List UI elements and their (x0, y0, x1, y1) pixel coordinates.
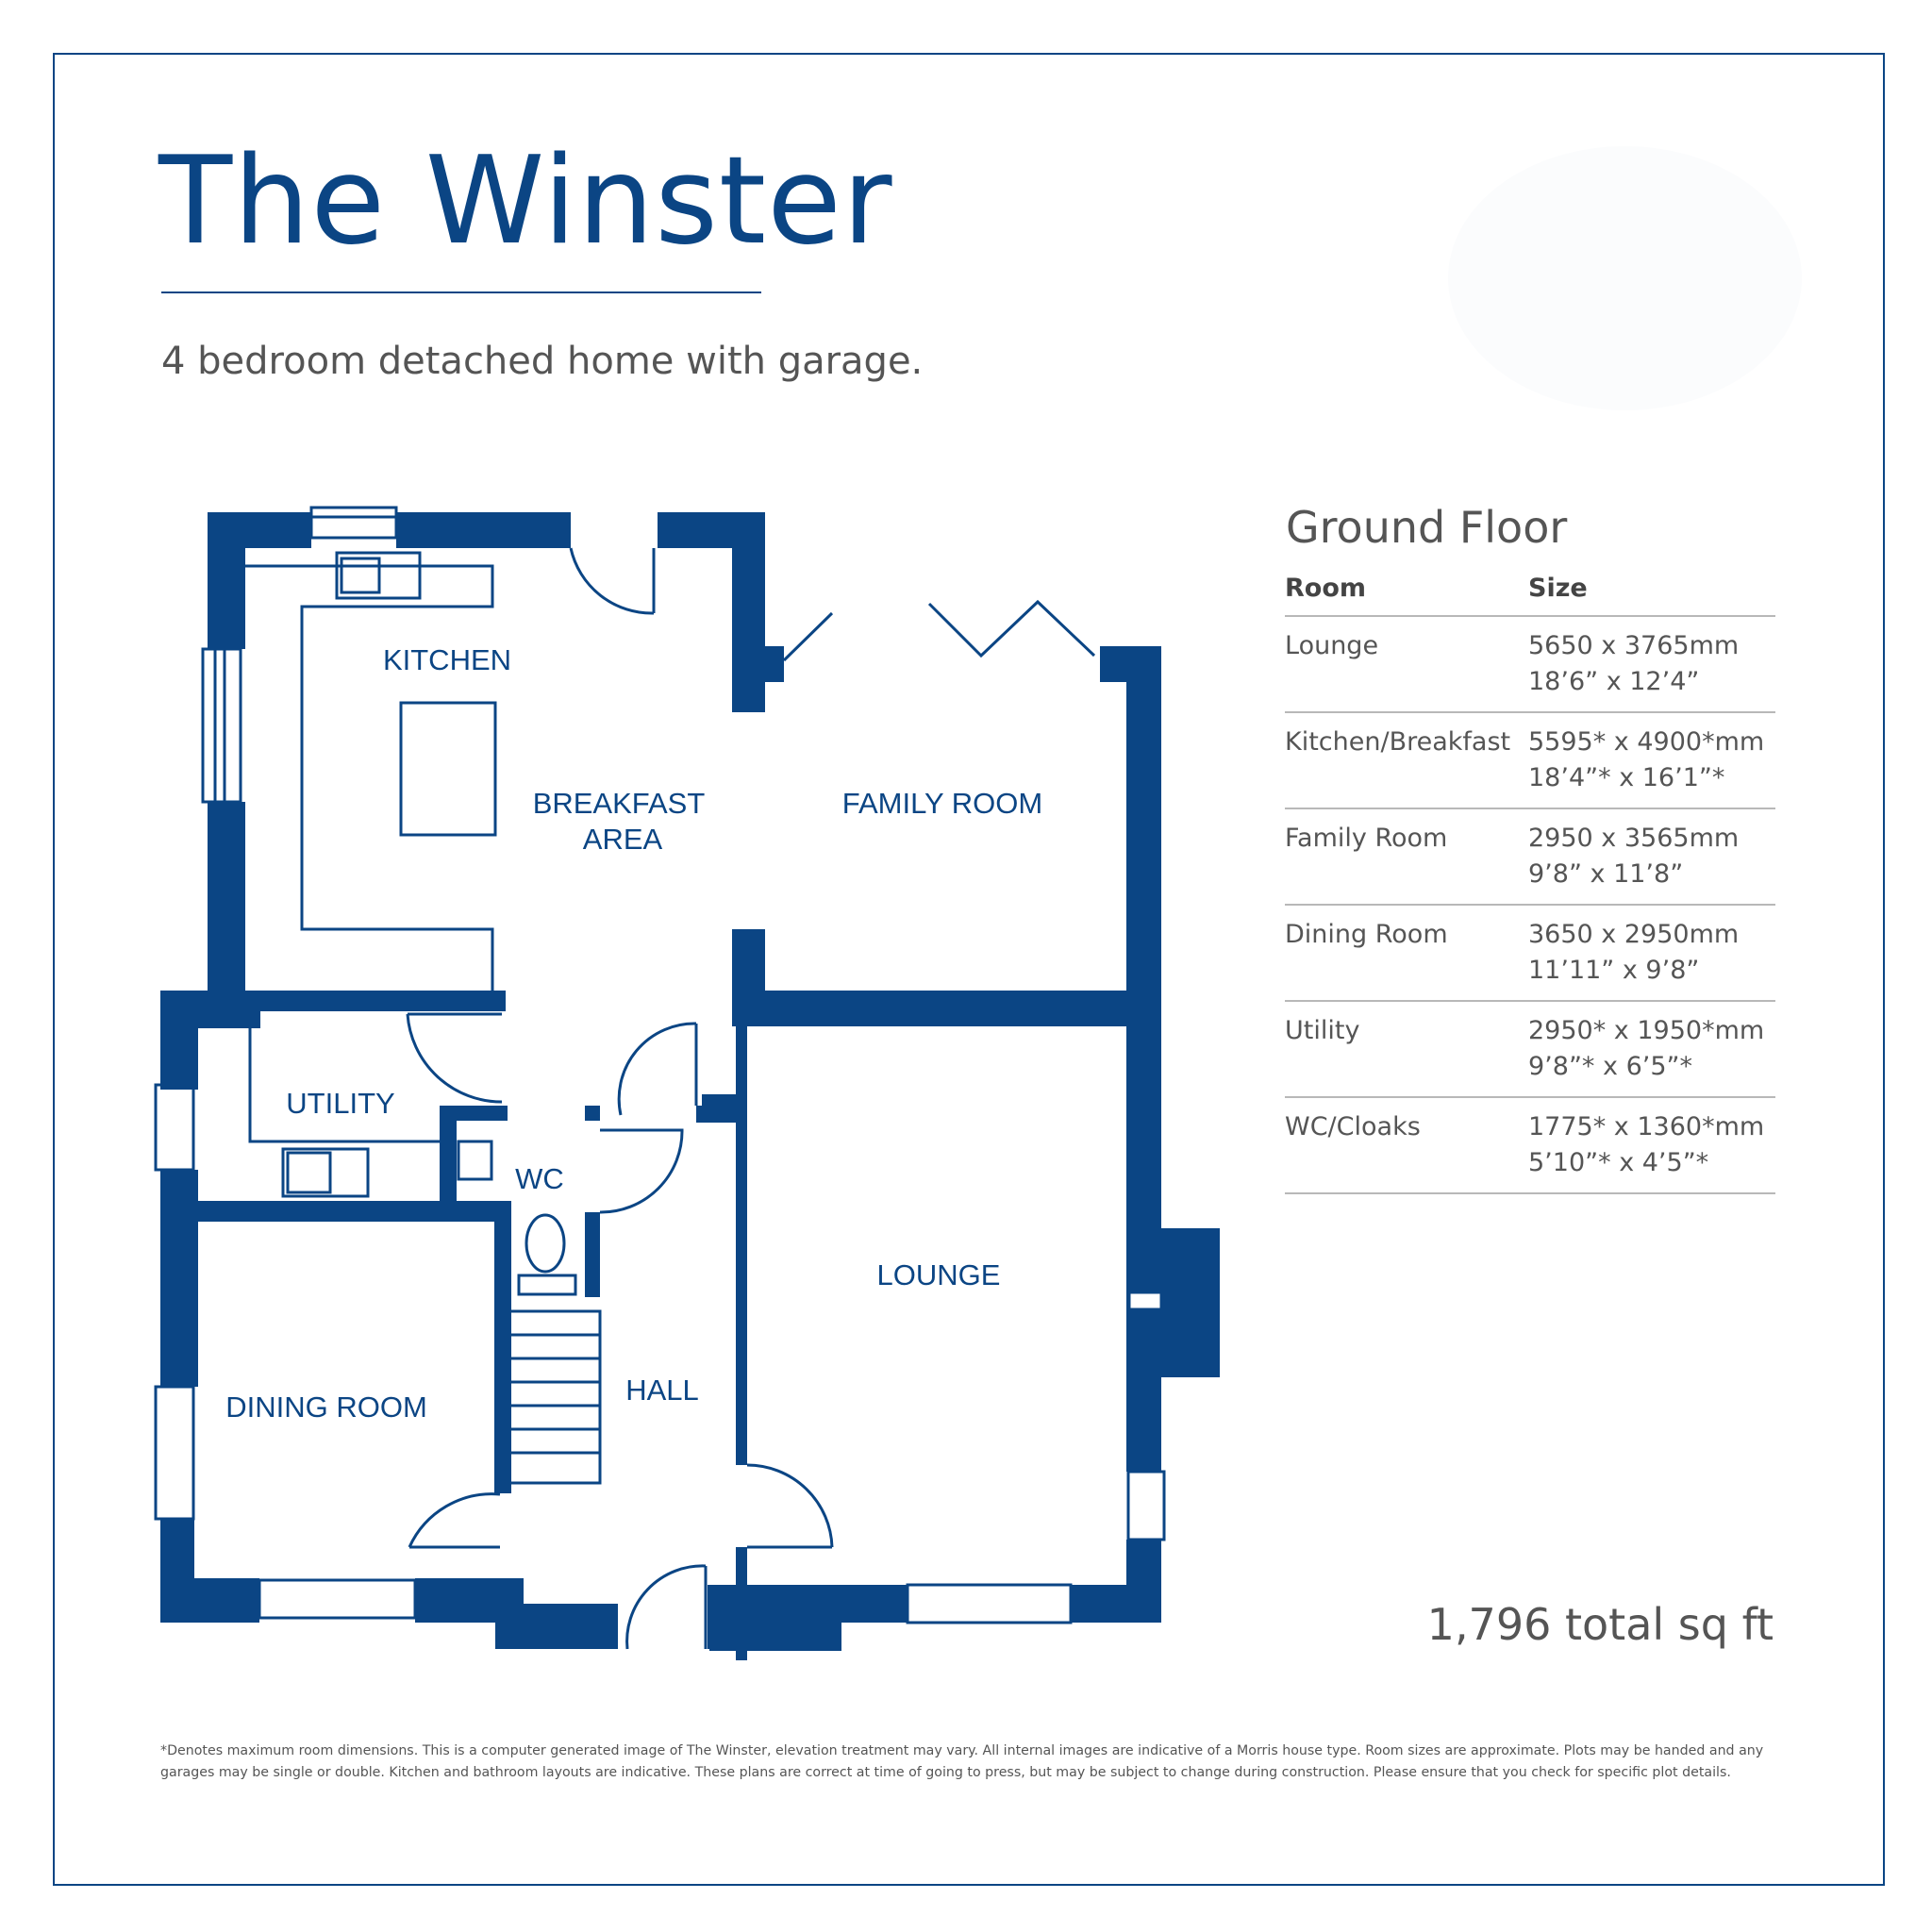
label-utility: UTILITY (286, 1087, 394, 1120)
room-name: WC/Cloaks (1285, 1097, 1528, 1194)
table-row: Utility 2950* x 1950*mm 9’8”* x 6’5”* (1285, 1001, 1775, 1098)
size-imperial: 18’4”* x 16’1”* (1528, 763, 1725, 792)
table-row: Dining Room 3650 x 2950mm 11’11” x 9’8” (1285, 905, 1775, 1002)
room-name: Family Room (1285, 808, 1528, 906)
room-name: Utility (1285, 1001, 1528, 1098)
label-family-room: FAMILY ROOM (842, 787, 1042, 820)
walls (160, 512, 1220, 1660)
size-imperial: 9’8”* x 6’5”* (1528, 1052, 1692, 1081)
room-name: Lounge (1285, 616, 1528, 713)
logo-watermark (1448, 146, 1802, 410)
title-underline (161, 291, 761, 293)
room-size: 5650 x 3765mm 18’6” x 12’4” (1528, 616, 1775, 713)
label-dining-room: DINING ROOM (225, 1391, 427, 1424)
table-row: Family Room 2950 x 3565mm 9’8” x 11’8” (1285, 808, 1775, 906)
plan-lines (154, 506, 1166, 1650)
room-size: 2950* x 1950*mm 9’8”* x 6’5”* (1528, 1001, 1775, 1098)
label-hall: HALL (625, 1374, 699, 1407)
page-subtitle: 4 bedroom detached home with garage. (161, 340, 924, 383)
room-column-header: Room (1285, 570, 1528, 617)
page-title: The Winster (158, 131, 893, 272)
label-kitchen: KITCHEN (383, 643, 511, 676)
table-row: Lounge 5650 x 3765mm 18’6” x 12’4” (1285, 616, 1775, 713)
table-header-row: Room Size (1285, 570, 1775, 617)
size-imperial: 5’10”* x 4’5”* (1528, 1148, 1709, 1177)
size-metric: 5595* x 4900*mm (1528, 727, 1765, 757)
room-size: 5595* x 4900*mm 18’4”* x 16’1”* (1528, 712, 1775, 809)
room-labels: KITCHEN BREAKFAST AREA FAMILY ROOM UTILI… (225, 643, 1042, 1424)
size-metric: 1775* x 1360*mm (1528, 1112, 1765, 1141)
table-row: Kitchen/Breakfast 5595* x 4900*mm 18’4”* … (1285, 712, 1775, 809)
label-lounge: LOUNGE (877, 1258, 1001, 1291)
floor-title: Ground Floor (1286, 502, 1568, 553)
size-imperial: 11’11” x 9’8” (1528, 956, 1700, 985)
size-metric: 3650 x 2950mm (1528, 920, 1740, 949)
room-size: 2950 x 3565mm 9’8” x 11’8” (1528, 808, 1775, 906)
footnote-disclaimer: *Denotes maximum room dimensions. This i… (160, 1743, 1764, 1780)
total-area: 1,796 total sq ft (1426, 1599, 1774, 1650)
size-metric: 2950 x 3565mm (1528, 824, 1740, 853)
size-metric: 2950* x 1950*mm (1528, 1016, 1765, 1045)
size-imperial: 18’6” x 12’4” (1528, 667, 1700, 696)
room-size-table: Room Size Lounge 5650 x 3765mm 18’6” x 12… (1285, 570, 1775, 1194)
room-name: Dining Room (1285, 905, 1528, 1002)
label-wc: WC (515, 1162, 564, 1195)
room-size: 3650 x 2950mm 11’11” x 9’8” (1528, 905, 1775, 1002)
size-metric: 5650 x 3765mm (1528, 631, 1740, 660)
room-name: Kitchen/Breakfast (1285, 712, 1528, 809)
label-breakfast-line2: AREA (583, 823, 663, 856)
size-column-header: Size (1528, 570, 1775, 617)
label-breakfast-line1: BREAKFAST (533, 787, 706, 820)
table-row: WC/Cloaks 1775* x 1360*mm 5’10”* x 4’5”* (1285, 1097, 1775, 1194)
page-border (53, 53, 1885, 1886)
size-imperial: 9’8” x 11’8” (1528, 859, 1684, 889)
room-size: 1775* x 1360*mm 5’10”* x 4’5”* (1528, 1097, 1775, 1194)
